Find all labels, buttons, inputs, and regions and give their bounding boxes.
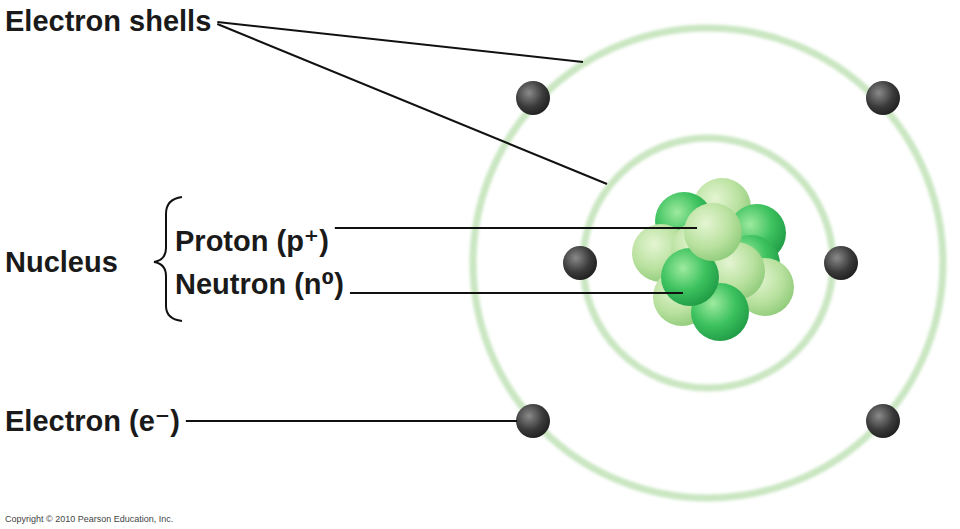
part-label: Proton (p⁺): [175, 227, 329, 256]
electron-shell: [473, 28, 943, 498]
shell-label: Electron shells: [5, 7, 211, 36]
brace: [154, 197, 182, 321]
part-label: Neutron (n⁰): [175, 270, 344, 299]
copyright-note: Copyright © 2010 Pearson Education, Inc.: [5, 515, 173, 524]
proton-sphere: [684, 203, 742, 261]
leader-line: [186, 420, 517, 422]
leader-line: [350, 292, 683, 294]
part-label: Nucleus: [5, 248, 118, 277]
electron-dot: [516, 81, 900, 438]
leader-line: [335, 227, 697, 229]
nucleus-cluster: [632, 178, 794, 341]
leader-line: [217, 24, 607, 184]
part-label: Electron (e⁻): [5, 407, 180, 436]
leader-line: [217, 22, 583, 62]
